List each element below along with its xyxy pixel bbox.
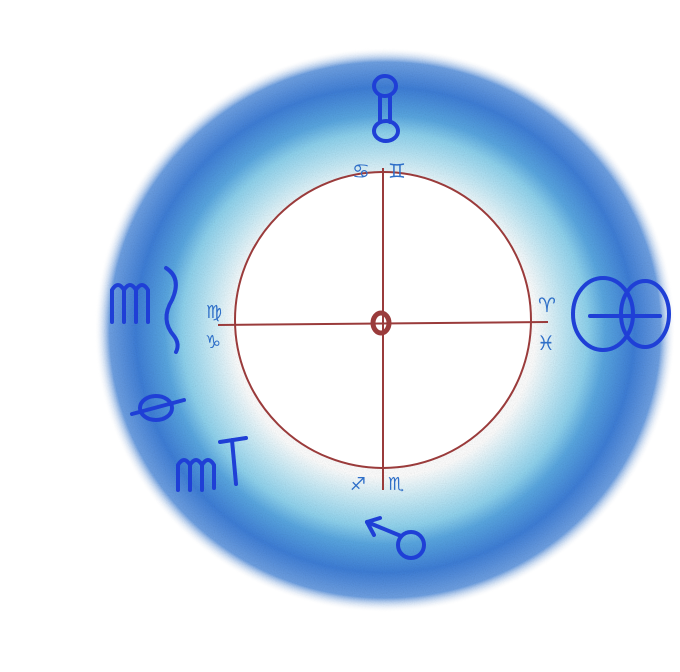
sign-bottom-right: ♏ (388, 474, 404, 495)
sign-right-upper: ♈ (538, 293, 556, 317)
sign-left-lower: ♑ (205, 332, 221, 353)
sign-right-lower: ♓ (537, 331, 555, 355)
sign-left-upper: ♍ (206, 302, 222, 323)
sign-top-left: ♋ (352, 159, 370, 183)
sign-bottom-left: ♐ (350, 474, 366, 495)
sign-top-right: ♊ (388, 159, 406, 183)
